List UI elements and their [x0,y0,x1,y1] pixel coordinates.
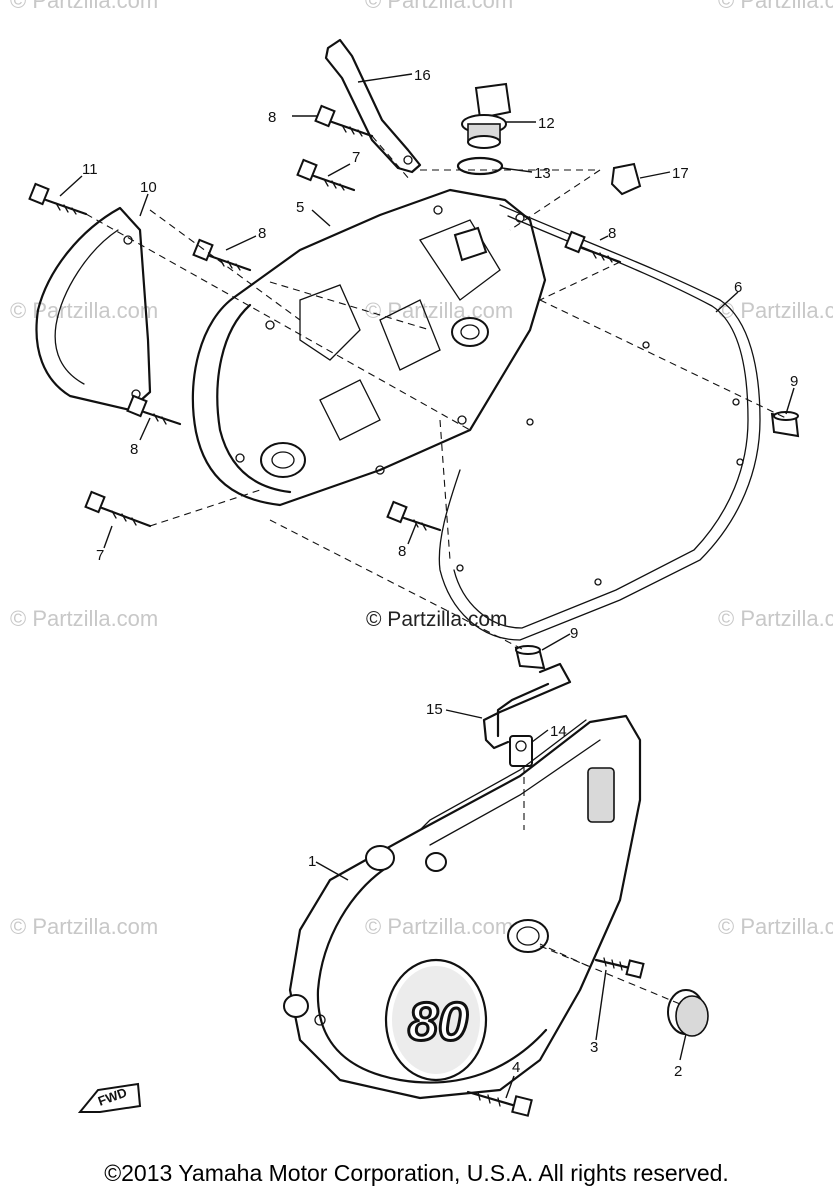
part-8-bolt-right [564,230,622,264]
part-8-bolt-top [314,104,374,138]
watermark-layer: © Partzilla.com © Partzilla.com © Partzi… [10,0,833,939]
part-8-bolt-left [192,238,252,272]
watermark-row4-right: © Partzilla.com [718,914,833,939]
part-5-crankcase-cover [191,188,547,507]
callout-9-lower: 9 [570,625,578,642]
copyright-notice: ©2013 Yamaha Motor Corporation, U.S.A. A… [104,1160,729,1186]
watermark-row3-right: © Partzilla.com [718,606,833,631]
part-16-bracket [324,38,422,174]
callout-8-left: 8 [258,225,266,242]
callout-labels: 16 8 12 13 17 7 11 10 5 8 8 6 9 8 7 8 9 … [82,67,798,1080]
watermark-row4-center: © Partzilla.com [365,914,513,939]
callout-4: 4 [512,1059,520,1076]
part-3-screw [594,957,645,979]
alignment-lines [85,135,791,1005]
part-2-plug [667,989,709,1037]
callout-13: 13 [534,165,551,182]
part-13-o-ring [456,156,504,176]
callout-9-upper: 9 [790,373,798,390]
callout-8-mid-left: 8 [130,441,138,458]
part-12-filler-cap [461,82,512,149]
callout-7-top: 7 [352,149,360,166]
part-14-fitting [509,735,533,767]
part-8-bolt-bottom [386,500,442,532]
callout-12: 12 [538,115,555,132]
part-6-gasket [438,204,761,641]
callout-17: 17 [672,165,689,182]
emblem-text: 80 [408,992,468,1052]
callout-8-bottom: 8 [398,543,406,560]
callout-14: 14 [550,723,567,740]
part-7-bolt-top [296,158,356,192]
part-7-bolt-bottom [84,490,152,528]
part-8-bolt-mid-left [126,394,182,426]
callout-7-bottom: 7 [96,547,104,564]
watermark-top-left: © Partzilla.com [10,0,158,13]
watermark-top-right: © Partzilla.com [718,0,833,13]
watermark-row2-center: © Partzilla.com [365,298,513,323]
watermark-row4-left: © Partzilla.com [10,914,158,939]
part-11-bolt [28,182,88,216]
forward-direction-arrow: FWD [77,1082,142,1113]
part-9-dowel-upper [770,411,800,438]
leader-lines [59,73,795,1099]
part-17-cap [610,162,642,196]
callout-5: 5 [296,199,304,216]
callout-1: 1 [308,853,316,870]
part-9-dowel-lower [514,645,546,670]
part-15-hose [482,662,572,750]
center-watermark: © Partzilla.com [366,608,508,631]
callout-3: 3 [590,1039,598,1056]
callout-15: 15 [426,701,443,718]
callout-8-right: 8 [608,225,616,242]
watermark-row3-left: © Partzilla.com [10,606,158,631]
callout-8-top: 8 [268,109,276,126]
callout-11: 11 [82,161,98,178]
part-4-screw [466,1090,533,1117]
part-1-outer-cover: 80 [283,714,642,1100]
watermark-row2-left: © Partzilla.com [10,298,158,323]
watermark-top-center: © Partzilla.com [365,0,513,13]
callout-6: 6 [734,279,742,296]
callout-10: 10 [140,179,157,196]
watermark-row2-right: © Partzilla.com [718,298,833,323]
callout-16: 16 [414,67,431,84]
callout-2: 2 [674,1063,682,1080]
